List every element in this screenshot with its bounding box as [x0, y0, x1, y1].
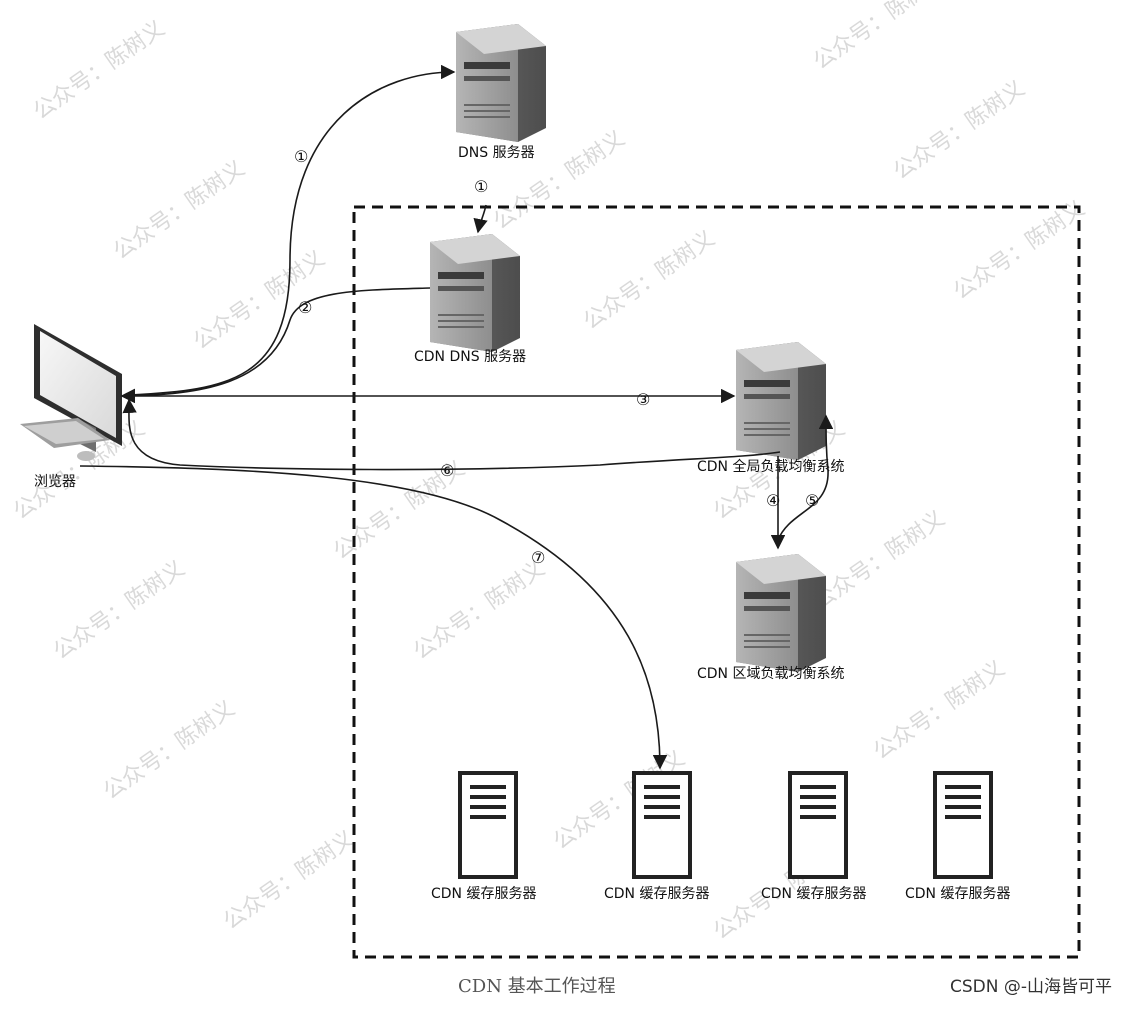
step-1-label: ① [474, 177, 488, 196]
dns-server-label: DNS 服务器 [458, 145, 535, 161]
edge-browser-to-dns [129, 64, 456, 396]
edge-cdn-dns-to-browser [120, 287, 431, 404]
browser-computer-icon [20, 324, 122, 461]
cache-server-label: CDN 缓存服务器 [905, 886, 1010, 902]
cache-server-icon [632, 771, 692, 879]
edge-dns-to-cdn-dns [473, 204, 488, 234]
watermark: 公众号：陈树义 [109, 156, 250, 265]
global-load-balancer-label: CDN 全局负载均衡系统 [697, 458, 844, 475]
watermark: 公众号：陈树义 [49, 556, 190, 665]
cdn-dns-server-icon [430, 234, 520, 352]
step-7-label: ⑦ [531, 548, 545, 567]
browser-label: 浏览器 [34, 474, 76, 490]
edge-regional-to-global-lb [777, 414, 834, 541]
watermark: 公众号：陈树义 [489, 126, 630, 235]
watermark-layer: 公众号：陈树义 公众号：陈树义 公众号：陈树义 公众号：陈树义 公众号：陈树义 … [9, 0, 1090, 945]
watermark: 公众号：陈树义 [219, 826, 360, 935]
watermark: 公众号：陈树义 [949, 196, 1090, 305]
edge-browser-to-cache-server [79, 465, 668, 770]
watermark: 公众号：陈树义 [809, 506, 950, 615]
diagram-caption: CDN 基本工作过程 [458, 976, 616, 997]
watermark: 公众号：陈树义 [869, 656, 1010, 765]
cdn-dns-server-label: CDN DNS 服务器 [414, 349, 526, 365]
step-4-label: ④ [766, 491, 780, 510]
step-5-label: ⑤ [805, 491, 819, 510]
step-1-label: ① [294, 147, 308, 166]
regional-load-balancer-icon [736, 554, 826, 672]
cache-server-label: CDN 缓存服务器 [431, 886, 536, 902]
regional-load-balancer-label: CDN 区域负载均衡系统 [697, 666, 844, 682]
watermark: 公众号：陈树义 [99, 696, 240, 805]
cache-server-icon [788, 771, 848, 879]
cache-server-icon [933, 771, 993, 879]
watermark: 公众号：陈树义 [889, 76, 1030, 185]
step-2-label: ② [298, 298, 312, 317]
cdn-boundary [352, 205, 1081, 959]
watermark: 公众号：陈树义 [579, 226, 720, 335]
watermark: 公众号：陈树义 [409, 556, 550, 665]
step-3-label: ③ [636, 390, 650, 409]
dns-server-icon [456, 24, 546, 142]
cache-server-label: CDN 缓存服务器 [604, 886, 709, 902]
credit-label: CSDN @-山海皆可平 [950, 977, 1112, 997]
watermark: 公众号：陈树义 [29, 16, 170, 125]
step-6-label: ⑥ [440, 461, 454, 480]
watermark: 公众号：陈树义 [809, 0, 950, 75]
cache-server-label: CDN 缓存服务器 [761, 886, 866, 902]
cache-server-icon [458, 771, 518, 879]
edge-global-lb-to-browser [122, 398, 781, 471]
global-load-balancer-icon [736, 342, 826, 460]
